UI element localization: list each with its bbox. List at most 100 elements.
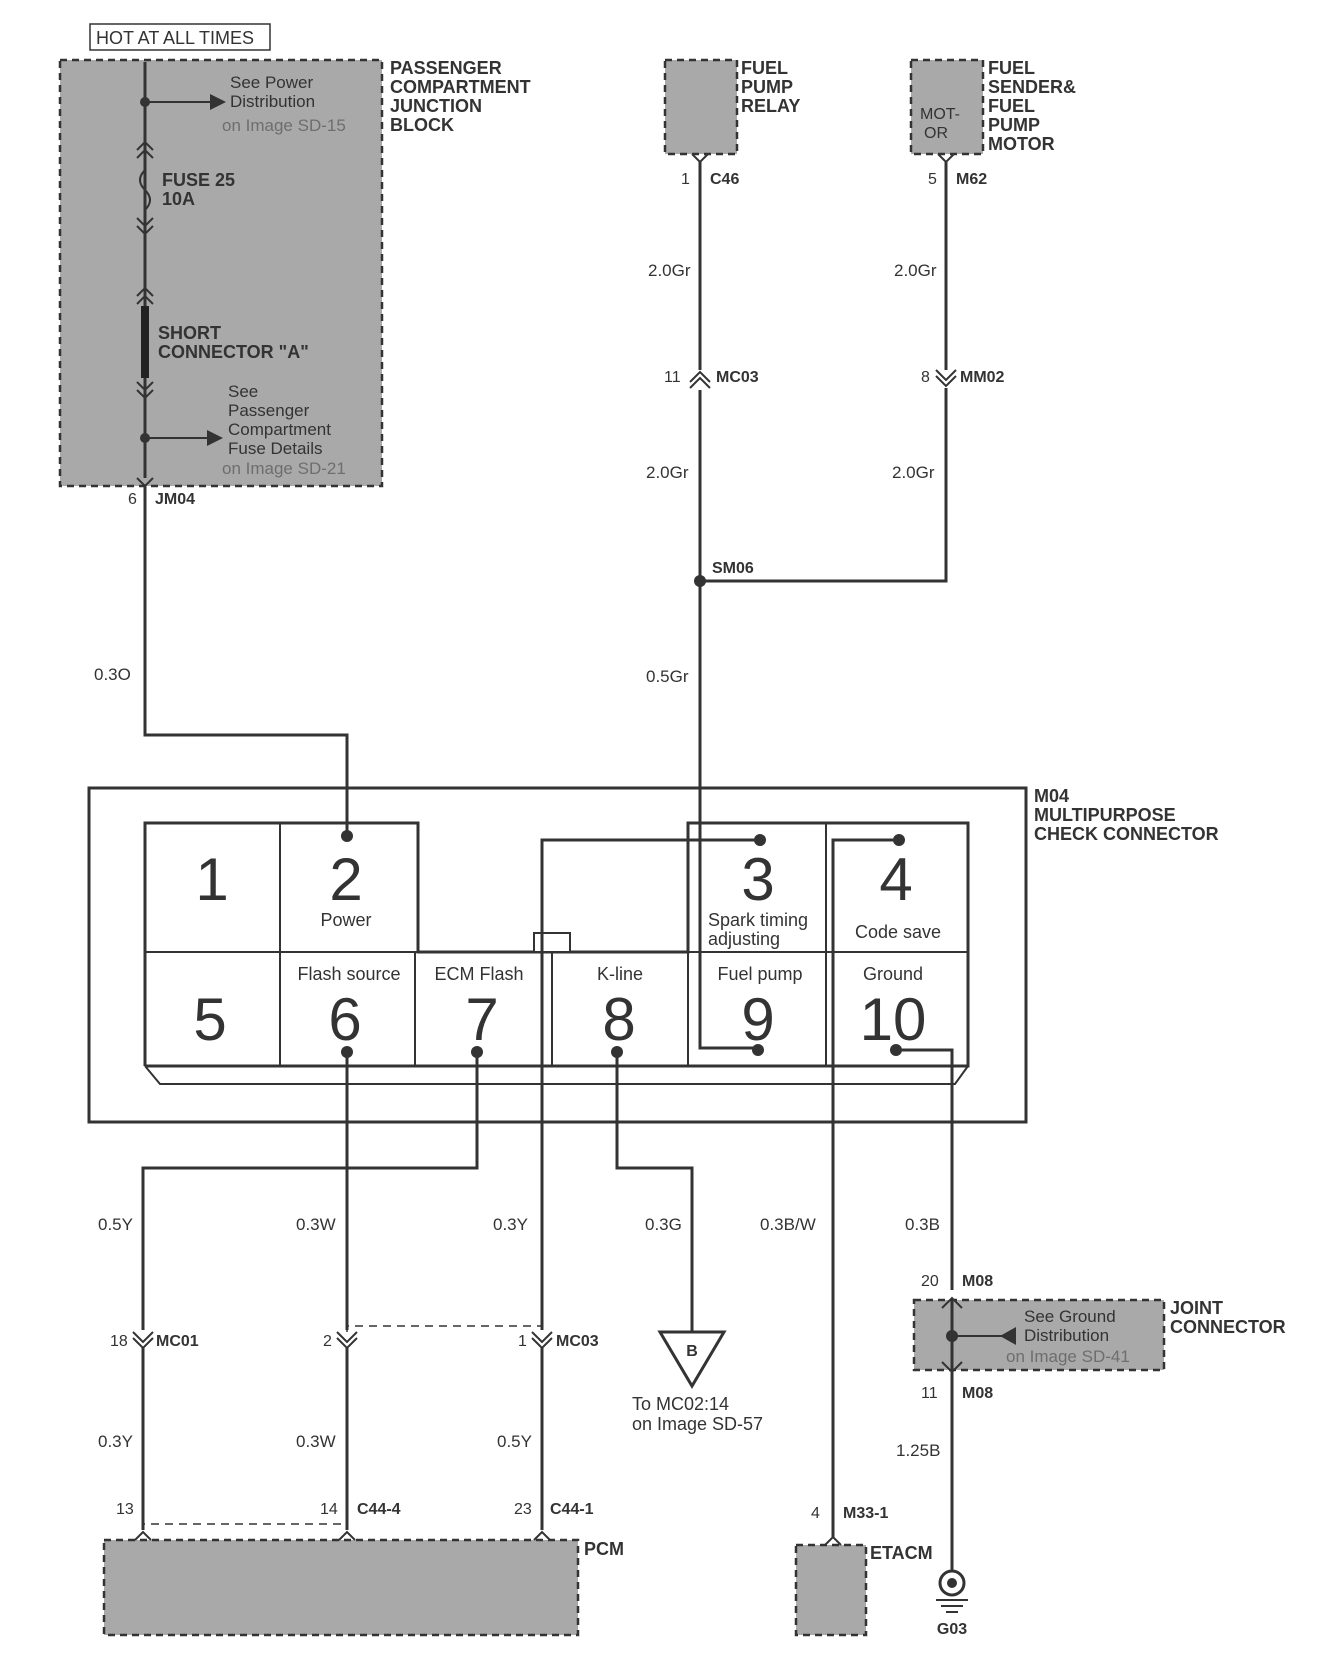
wire-label-mc03-down: 0.5Y — [497, 1432, 532, 1451]
svg-text:RELAY: RELAY — [741, 96, 800, 116]
mc01-terminal — [132, 1331, 154, 1350]
wire-mm02-sm06 — [700, 388, 948, 583]
svg-text:MOTOR: MOTOR — [988, 134, 1055, 154]
svg-text:Distribution: Distribution — [230, 92, 315, 111]
svg-text:FUEL: FUEL — [988, 58, 1035, 78]
pcm-box — [102, 1538, 580, 1637]
svg-text:on Image SD-15: on Image SD-15 — [222, 116, 346, 135]
wire-label-sender1: 2.0Gr — [894, 261, 937, 280]
offpage-connector-icon — [657, 1330, 727, 1389]
power-distribution-ref: See Power Distribution on Image SD-15 — [222, 73, 346, 135]
svg-text:10A: 10A — [162, 189, 195, 209]
wire-label-relay2: 2.0Gr — [646, 463, 689, 482]
hot-label-box — [89, 23, 271, 51]
svg-text:Distribution: Distribution — [1024, 1326, 1109, 1345]
svg-text:M04: M04 — [1034, 786, 1069, 806]
offpage-letter: B — [686, 1343, 698, 1360]
c44-4-pin: 14 — [320, 1501, 338, 1518]
m62-pin: 5 — [928, 171, 937, 188]
svg-text:FUEL: FUEL — [988, 96, 1035, 116]
svg-text:Passenger: Passenger — [228, 401, 310, 420]
wire-label-pin4: 0.3B/W — [760, 1215, 816, 1234]
pin-3-label: Spark timing adjusting — [708, 910, 808, 949]
svg-text:See Ground: See Ground — [1024, 1307, 1116, 1326]
mc03-top-pin: 11 — [664, 369, 681, 386]
ground-icon-center — [947, 1578, 957, 1588]
pin-7-label: ECM Flash — [434, 964, 523, 984]
pin-6-number: 6 — [328, 986, 361, 1053]
ground-name: G03 — [937, 1621, 967, 1638]
wire-label-jm04: 0.3O — [94, 665, 131, 684]
svg-text:JUNCTION: JUNCTION — [390, 96, 482, 116]
short-bottom-terminal — [136, 381, 154, 400]
junction-block-name: PASSENGER COMPARTMENT JUNCTION BLOCK — [390, 58, 531, 135]
c46-name: C46 — [710, 171, 739, 188]
pin-3-number: 3 — [741, 846, 774, 913]
joint-top-terminal — [941, 1296, 963, 1309]
svg-text:SHORT: SHORT — [158, 323, 221, 343]
m04-name: M04 MULTIPURPOSE CHECK CONNECTOR — [1034, 786, 1219, 844]
pin-2-number: 2 — [329, 846, 362, 913]
mm02-pin: 8 — [921, 369, 930, 386]
svg-text:PUMP: PUMP — [741, 77, 793, 97]
wire-label-pin8: 0.3G — [645, 1215, 682, 1234]
wire-label-mc01-down: 0.3Y — [98, 1432, 133, 1451]
svg-text:Compartment: Compartment — [228, 420, 331, 439]
wire-label-relay1: 2.0Gr — [648, 261, 691, 280]
pcm-terminal — [134, 1530, 152, 1541]
svg-text:FUSE 25: FUSE 25 — [162, 170, 235, 190]
ground-icon — [938, 1569, 966, 1597]
fuse-label: FUSE 25 10A — [162, 170, 235, 209]
pin-2-dot — [341, 830, 353, 842]
wire-label-pin10: 0.3B — [905, 1215, 940, 1234]
joint-connector-name: JOINT CONNECTOR — [1170, 1298, 1286, 1337]
mm02-terminal — [935, 369, 957, 388]
connector-group-dash — [346, 1325, 543, 1332]
pin-7-number: 7 — [465, 986, 498, 1053]
wire-pin3-mc03 — [540, 838, 760, 1330]
arrow-right-icon — [210, 94, 226, 110]
m33-name: M33-1 — [843, 1505, 888, 1522]
svg-text:Spark timing: Spark timing — [708, 910, 808, 930]
jm04-pin: 6 — [128, 491, 137, 508]
c44-1-name: C44-1 — [550, 1501, 594, 1518]
mc01-pin: 18 — [110, 1333, 128, 1350]
fuse-bottom-terminal — [136, 217, 154, 236]
svg-text:BLOCK: BLOCK — [390, 115, 454, 135]
fuel-pump-motor-inner: MOT- OR — [920, 106, 960, 142]
svg-text:on Image SD-57: on Image SD-57 — [632, 1414, 763, 1434]
m04-body-base — [144, 1065, 969, 1085]
etacm-terminal — [824, 1535, 842, 1546]
svg-text:CONNECTOR "A": CONNECTOR "A" — [158, 342, 309, 362]
wire-sm06-pin9 — [698, 581, 758, 1050]
mc03-bottom-terminal — [531, 1331, 553, 1350]
svg-text:MULTIPURPOSE: MULTIPURPOSE — [1034, 805, 1176, 825]
svg-text:JOINT: JOINT — [1170, 1298, 1223, 1318]
svg-text:PASSENGER: PASSENGER — [390, 58, 502, 78]
c44-4-name: C44-4 — [357, 1501, 401, 1518]
svg-text:on Image SD-41: on Image SD-41 — [1006, 1347, 1130, 1366]
pin-10-number: 10 — [860, 986, 927, 1053]
pin-9-label: Fuel pump — [717, 964, 802, 984]
m04-key-tab — [533, 932, 571, 953]
wire-jm04-pin2 — [143, 486, 349, 836]
fuse-top-terminal — [136, 140, 154, 159]
wire-pin8-offpage — [615, 1052, 694, 1332]
pcm-name: PCM — [584, 1539, 624, 1559]
wire-label-mc2-down: 0.3W — [296, 1432, 336, 1451]
ground-distribution-ref: See Ground Distribution on Image SD-41 — [1006, 1307, 1130, 1366]
svg-text:PUMP: PUMP — [988, 115, 1040, 135]
svg-text:on Image SD-21: on Image SD-21 — [222, 459, 346, 478]
short-connector-label: SHORT CONNECTOR "A" — [158, 323, 309, 362]
pin-4-number: 4 — [879, 846, 912, 913]
sm06-name: SM06 — [712, 560, 754, 577]
m08-top-pin: 20 — [921, 1273, 939, 1290]
pin-8-label: K-line — [597, 964, 643, 984]
m62-name: M62 — [956, 171, 987, 188]
pin-6-label: Flash source — [297, 964, 400, 984]
short-connector-bar — [141, 306, 149, 378]
c46-pin: 1 — [681, 171, 690, 188]
svg-text:adjusting: adjusting — [708, 929, 780, 949]
svg-text:FUEL: FUEL — [741, 58, 788, 78]
